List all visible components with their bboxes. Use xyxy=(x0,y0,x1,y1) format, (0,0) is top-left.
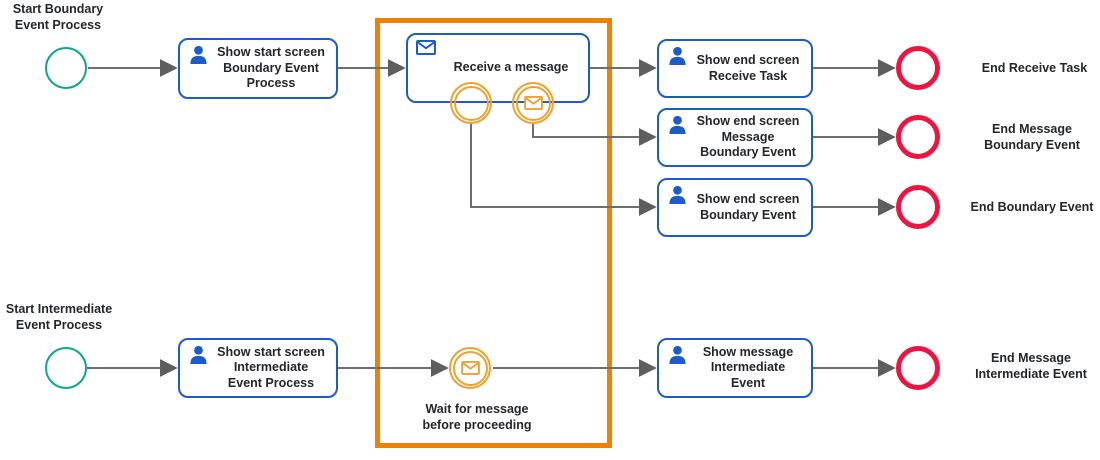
user-icon xyxy=(667,46,688,65)
start-event-boundary-process[interactable] xyxy=(45,47,87,89)
user-icon xyxy=(188,45,209,64)
task-label: Show message Intermediate Event xyxy=(702,344,794,390)
envelope-icon xyxy=(515,85,551,121)
task-receive-a-message[interactable]: Receive a message xyxy=(406,33,590,103)
boundary-event-plain[interactable] xyxy=(450,82,492,124)
end-event-boundary[interactable] xyxy=(896,185,940,229)
task-label: Receive a message xyxy=(453,60,569,75)
message-boundary-event[interactable] xyxy=(512,82,554,124)
end-message-intermediate-label: End Message Intermediate Event xyxy=(975,351,1087,381)
envelope-icon xyxy=(452,350,488,386)
task-show-start-screen-boundary[interactable]: Show start screen Boundary Event Process xyxy=(178,38,338,99)
start-event-intermediate-process[interactable] xyxy=(45,347,87,389)
sequence-flow xyxy=(470,124,657,216)
end-message-boundary-label: End Message Boundary Event xyxy=(984,122,1080,152)
boundary-event-inner-ring xyxy=(453,85,489,121)
highlight-region xyxy=(375,18,612,448)
task-show-end-screen-receive[interactable]: Show end screen Receive Task xyxy=(657,39,813,98)
task-show-message-intermediate[interactable]: Show message Intermediate Event xyxy=(657,338,813,398)
user-icon xyxy=(667,115,688,134)
end-boundary-label: End Boundary Event xyxy=(970,200,1094,214)
sequence-flow xyxy=(532,124,657,146)
task-label: Show end screen Receive Task xyxy=(696,53,800,83)
task-show-end-screen-message-boundary[interactable]: Show end screen Message Boundary Event xyxy=(657,108,813,167)
user-icon xyxy=(667,345,688,364)
task-label: Show start screen Boundary Event Process xyxy=(217,45,325,91)
message-intermediate-catch-event[interactable] xyxy=(449,347,491,389)
user-icon xyxy=(188,345,209,364)
end-event-message-intermediate[interactable] xyxy=(896,346,940,390)
envelope-icon xyxy=(416,40,436,55)
user-icon xyxy=(667,185,688,204)
wait-for-message-label: Wait for message before proceeding xyxy=(422,402,532,432)
end-event-receive-task[interactable] xyxy=(896,46,940,90)
end-receive-task-label: End Receive Task xyxy=(981,61,1088,75)
start-intermediate-event-label: Start Intermediate Event Process xyxy=(5,302,113,332)
task-label: Show end screen Message Boundary Event xyxy=(696,114,800,160)
task-label: Show start screen Intermediate Event Pro… xyxy=(217,344,325,390)
start-boundary-event-label: Start Boundary Event Process xyxy=(12,2,104,32)
task-label: Show end screen Boundary Event xyxy=(696,192,800,222)
task-show-start-screen-intermediate[interactable]: Show start screen Intermediate Event Pro… xyxy=(178,338,338,398)
task-show-end-screen-boundary[interactable]: Show end screen Boundary Event xyxy=(657,178,813,237)
end-event-message-boundary[interactable] xyxy=(896,115,940,159)
